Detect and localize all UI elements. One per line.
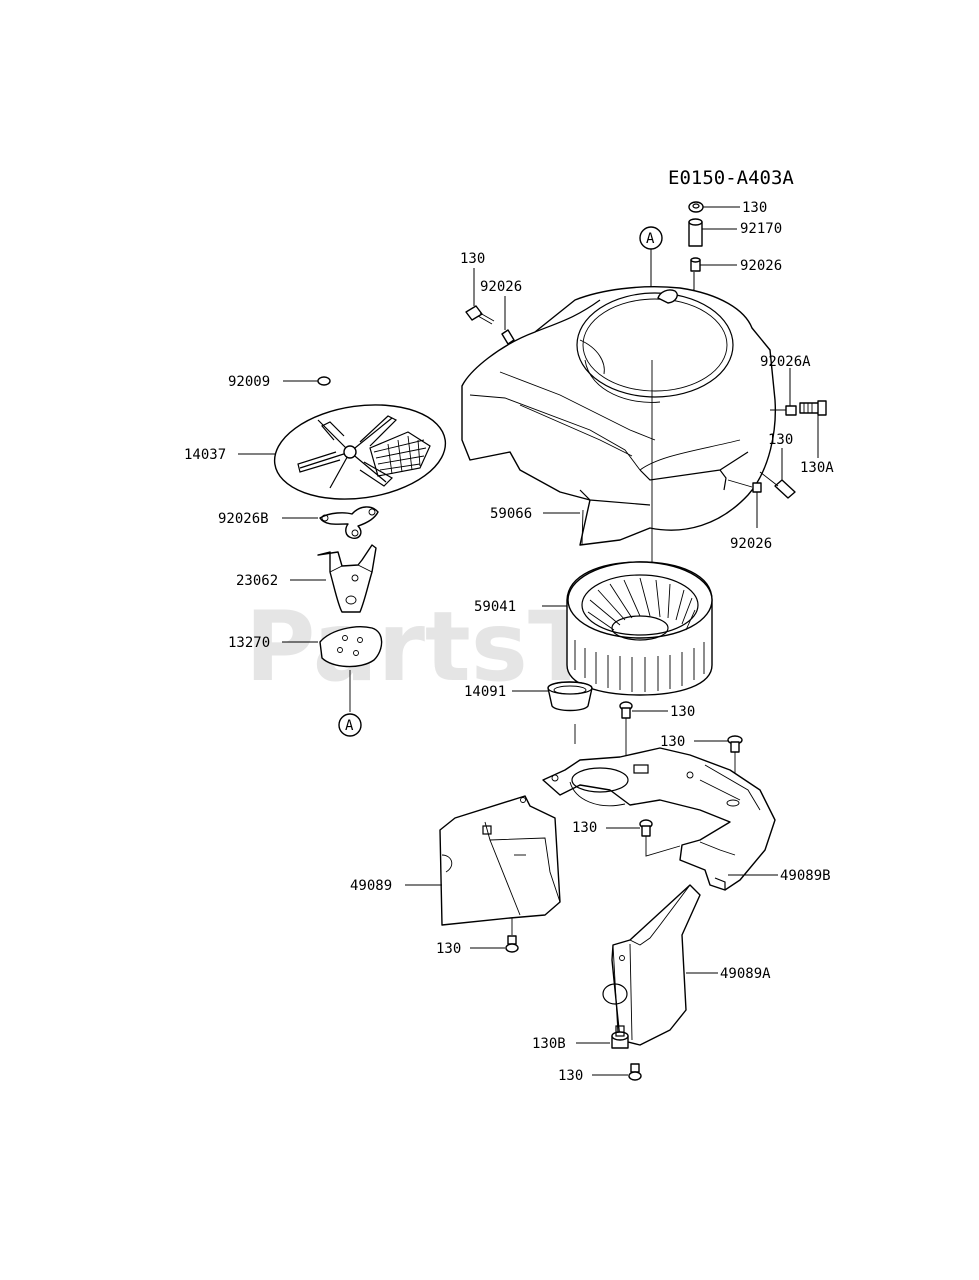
callout-130-right: 130 bbox=[768, 432, 793, 448]
part-92026-right-collar bbox=[727, 479, 762, 528]
part-130b-bolt bbox=[576, 1025, 629, 1049]
reference-marker-a-top: A bbox=[639, 226, 695, 291]
part-92026b-bracket bbox=[282, 506, 379, 540]
callout-92026b: 92026B bbox=[218, 511, 269, 527]
callout-23062: 23062 bbox=[236, 573, 278, 589]
callout-92026-top: 92026 bbox=[740, 258, 782, 274]
callout-130-bottom-left: 130 bbox=[436, 941, 461, 957]
part-130a-bolt bbox=[799, 400, 827, 458]
callout-130-center: 130 bbox=[572, 820, 597, 836]
callout-14037: 14037 bbox=[184, 447, 226, 463]
part-92026-top-collar bbox=[690, 257, 737, 272]
part-59041-fan bbox=[542, 561, 713, 696]
callout-130-mid: 130 bbox=[670, 704, 695, 720]
part-130-right-bolt bbox=[759, 448, 796, 499]
part-14091-collar bbox=[512, 681, 593, 744]
callout-130-plate: 130 bbox=[660, 734, 685, 750]
part-13270-plate bbox=[282, 626, 383, 712]
callout-14091: 14091 bbox=[464, 684, 506, 700]
callout-92026-right: 92026 bbox=[730, 536, 772, 552]
diagram-code-title: E0150-A403A bbox=[668, 167, 794, 189]
part-130-top bbox=[688, 201, 740, 213]
callout-59041: 59041 bbox=[474, 599, 516, 615]
callout-130-housing: 130 bbox=[460, 251, 485, 267]
reference-marker-a-bottom: A bbox=[338, 713, 362, 737]
part-49089-shroud bbox=[405, 795, 561, 935]
callout-130a: 130A bbox=[800, 460, 834, 476]
part-14037-screen bbox=[238, 404, 447, 500]
callout-130-top: 130 bbox=[742, 200, 767, 216]
svg-text:A: A bbox=[646, 231, 655, 247]
part-130-bottom-bolt bbox=[592, 1063, 642, 1081]
part-130-center-bolt bbox=[606, 819, 681, 857]
callout-92009: 92009 bbox=[228, 374, 270, 390]
callout-92170: 92170 bbox=[740, 221, 782, 237]
callout-59066: 59066 bbox=[490, 506, 532, 522]
part-130-bottom-left-bolt bbox=[470, 935, 519, 953]
callout-49089a: 49089A bbox=[720, 966, 771, 982]
part-130-plate-bolt bbox=[694, 735, 743, 790]
callout-49089: 49089 bbox=[350, 878, 392, 894]
blower-housing bbox=[461, 286, 777, 546]
callout-130-bottom: 130 bbox=[558, 1068, 583, 1084]
part-92026-housing-collar bbox=[501, 296, 515, 345]
callout-92026-housing: 92026 bbox=[480, 279, 522, 295]
callout-49089b: 49089B bbox=[780, 868, 831, 884]
callout-130b: 130B bbox=[532, 1036, 566, 1052]
callout-13270: 13270 bbox=[228, 635, 270, 651]
part-23062-bracket bbox=[290, 544, 377, 613]
part-49089b-plate bbox=[542, 747, 778, 891]
svg-text:A: A bbox=[345, 718, 354, 734]
part-130-housing-screw bbox=[465, 268, 495, 325]
part-92170-spacer bbox=[688, 218, 737, 247]
part-92009-screw bbox=[283, 376, 331, 386]
part-92026a-collar bbox=[770, 368, 797, 416]
callout-92026a: 92026A bbox=[760, 354, 811, 370]
part-49089a-shroud bbox=[602, 884, 718, 1046]
